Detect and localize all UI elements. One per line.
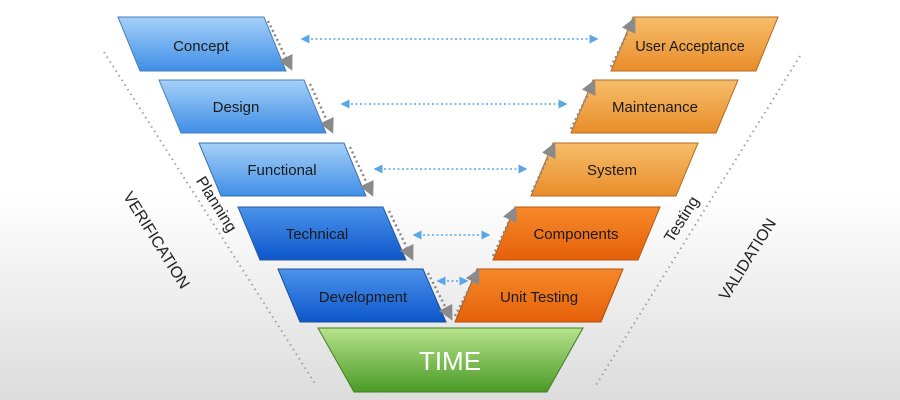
left-stage-label: Technical [286, 226, 349, 243]
verification-label: VERIFICATION [119, 189, 192, 292]
validation-guide-line [595, 55, 801, 386]
validation-label: VALIDATION [716, 216, 780, 304]
time-label: TIME [419, 346, 481, 376]
left-stage-concept: Concept [117, 16, 287, 72]
right-stage-label: Maintenance [612, 99, 698, 116]
left-stage-label: Design [213, 99, 260, 116]
left-stage-label: Development [319, 289, 408, 306]
stage-connectors [300, 34, 599, 286]
left-stage-development: Development [277, 268, 447, 323]
time-base: TIME [317, 327, 584, 393]
left-stage-technical: Technical [237, 206, 407, 261]
right-stage-system: System [530, 142, 699, 197]
testing-label: Testing [662, 194, 703, 246]
right-stage-maintenance: Maintenance [570, 79, 739, 134]
left-stage-design: Design [158, 79, 327, 134]
right-stage-label: Unit Testing [500, 289, 578, 306]
right-stage-label: System [587, 162, 637, 179]
right-stage-label: User Acceptance [635, 39, 745, 55]
right-stage-unit-testing: Unit Testing [454, 268, 624, 323]
right-stage-user-acceptance: User Acceptance [610, 16, 779, 72]
left-stage-label: Functional [247, 162, 316, 179]
right-stage-label: Components [533, 226, 618, 243]
right-stage-components: Components [492, 206, 661, 261]
left-stage-label: Concept [173, 38, 230, 55]
left-stage-functional: Functional [198, 142, 367, 197]
